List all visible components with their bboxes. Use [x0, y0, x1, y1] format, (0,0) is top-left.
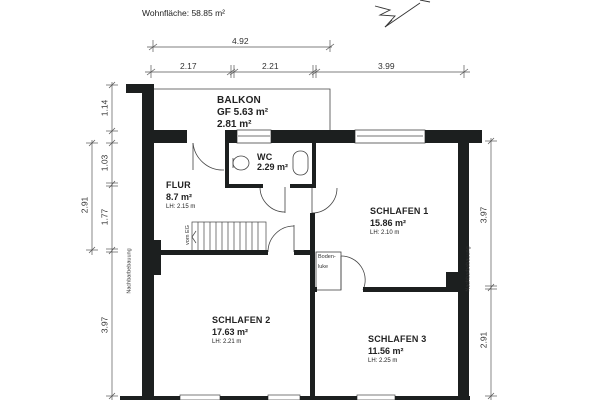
- room-schlafen2-name: SCHLAFEN 2: [212, 315, 271, 325]
- room-balkon: BALKON GF 5.63 m² 2.81 m²: [217, 95, 268, 130]
- neighbor-label-left: Nachbarbebauung: [126, 248, 133, 294]
- room-schlafen3-name: SCHLAFEN 3: [368, 334, 427, 344]
- dim-top-seg-1: 2.17: [180, 61, 197, 71]
- wall-left-pier: [142, 240, 161, 275]
- dim-right-2: 2.91: [478, 331, 489, 349]
- neighbor-label-right: Nachbarbebauung: [465, 246, 472, 292]
- room-schlafen3: SCHLAFEN 3 11.56 m² LH: 2.25 m: [368, 334, 427, 364]
- dim-left-2: 1.03: [99, 154, 110, 172]
- wall-flur-bottom-left: [154, 250, 268, 255]
- dim-top-seg-2: 2.21: [262, 61, 279, 71]
- wall-bottom-2: [220, 396, 268, 400]
- wall-wc-left: [225, 143, 229, 187]
- wall-left-top-cap: [126, 84, 154, 93]
- room-flur: FLUR 8.7 m² LH: 2.15 m: [166, 180, 195, 210]
- room-flur-lh: LH: 2.15 m: [166, 204, 196, 210]
- bodenluke-label-2: luke: [318, 264, 329, 270]
- wall-schlafen1-bottom-a: [312, 287, 317, 292]
- wall-wc-right: [312, 143, 316, 188]
- room-balkon-gf: GF 5.63 m²: [217, 107, 269, 118]
- room-balkon-area: 2.81 m²: [217, 119, 252, 130]
- wall-bottom-3: [300, 396, 357, 400]
- dim-left-inner: 2.91: [79, 196, 90, 214]
- room-schlafen2-area: 17.63 m²: [212, 327, 249, 337]
- room-schlafen2: SCHLAFEN 2 17.63 m² LH: 2.21 m: [212, 315, 271, 345]
- dim-top-total: 4.92: [232, 36, 249, 46]
- wall-top-mid: [271, 130, 355, 143]
- wall-top-right: [425, 130, 482, 143]
- dim-left-4: 3.97: [99, 316, 110, 334]
- room-schlafen1-area: 15.86 m²: [370, 218, 407, 228]
- wall-wc-bottom: [225, 184, 263, 188]
- wall-top-wc-pillar: [225, 130, 237, 143]
- north-arrow-icon: [374, 0, 431, 28]
- wall-wc-bottom-right: [290, 184, 314, 188]
- room-wc: WC 2.29 m²: [257, 152, 288, 172]
- room-schlafen3-area: 11.56 m²: [368, 346, 404, 356]
- stairs-label: vom EG: [184, 225, 191, 245]
- living-area-label: Wohnfläche: 58.85 m²: [142, 8, 225, 18]
- wall-top-left: [142, 130, 187, 143]
- room-schlafen1-lh: LH: 2.10 m: [370, 230, 400, 236]
- dim-left-1: 1.14: [99, 99, 110, 117]
- dim-right-1: 3.97: [478, 206, 489, 224]
- bodenluke-label-1: Boden-: [318, 254, 336, 260]
- room-wc-name: WC: [257, 152, 273, 162]
- room-flur-name: FLUR: [166, 180, 191, 190]
- dim-left-3: 1.77: [99, 208, 110, 226]
- stairs: [191, 221, 267, 253]
- dim-top-seg-3: 3.99: [378, 61, 395, 71]
- room-wc-area: 2.29 m²: [257, 162, 289, 172]
- room-schlafen1: SCHLAFEN 1 15.86 m² LH: 2.10 m: [370, 206, 429, 236]
- room-flur-area: 8.7 m²: [166, 192, 193, 202]
- wall-right-outer: [458, 130, 469, 400]
- wall-flur-bottom-right: [294, 250, 312, 255]
- room-schlafen2-lh: LH: 2.21 m: [212, 339, 242, 345]
- wall-bottom-1: [120, 396, 180, 400]
- wall-schlafen1-bottom-b: [363, 287, 459, 292]
- wall-flur-schlafen1: [310, 213, 315, 400]
- wall-bottom-4: [395, 396, 470, 400]
- wall-right-pier: [446, 272, 460, 290]
- room-balkon-name: BALKON: [217, 95, 261, 106]
- room-schlafen3-lh: LH: 2.25 m: [368, 358, 398, 364]
- room-schlafen1-name: SCHLAFEN 1: [370, 206, 429, 216]
